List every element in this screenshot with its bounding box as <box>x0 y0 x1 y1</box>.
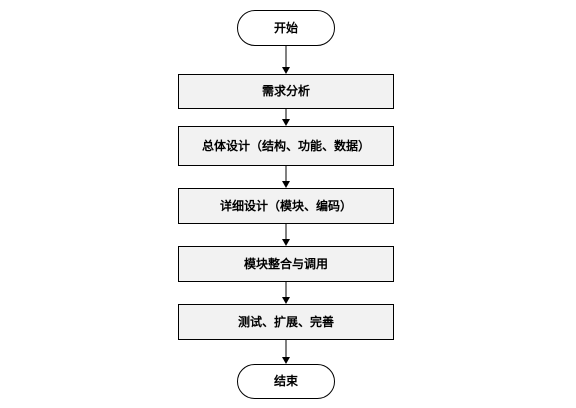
end-terminal: 结束 <box>237 364 335 399</box>
start-terminal: 开始 <box>237 10 335 46</box>
start-label: 开始 <box>273 20 298 35</box>
step-label: 总体设计（结构、功能、数据） <box>201 138 370 153</box>
step-label: 需求分析 <box>261 84 310 98</box>
process-step-testing: 测试、扩展、完善 <box>178 304 394 340</box>
step-label: 测试、扩展、完善 <box>237 314 334 329</box>
process-step-overall-design: 总体设计（结构、功能、数据） <box>178 126 394 166</box>
process-step-module-integration: 模块整合与调用 <box>178 246 394 282</box>
process-step-detailed-design: 详细设计（模块、编码） <box>178 188 394 224</box>
end-label: 结束 <box>273 374 298 388</box>
process-step-requirements-analysis: 需求分析 <box>178 74 394 109</box>
step-label: 模块整合与调用 <box>243 256 328 271</box>
step-label: 详细设计（模块、编码） <box>219 198 352 213</box>
